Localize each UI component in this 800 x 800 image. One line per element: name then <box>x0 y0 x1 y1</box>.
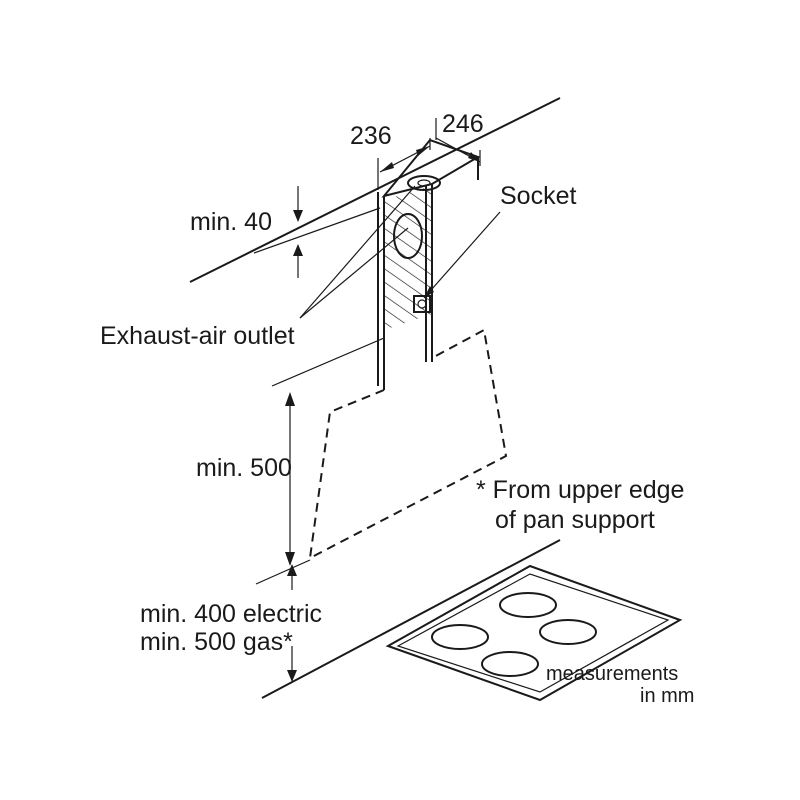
units-line-2: in mm <box>640 685 694 707</box>
units-line-1: measurements <box>546 663 678 685</box>
burner-icon <box>539 619 597 645</box>
burner-icon <box>499 592 557 618</box>
worktop-line <box>261 539 561 699</box>
dimension-246 <box>435 118 481 166</box>
dimension-min-40 <box>253 186 381 278</box>
footnote-line-1: * From upper edge <box>476 476 684 504</box>
dimension-min-400 <box>287 564 297 682</box>
hood-outline <box>308 328 508 560</box>
exhaust-leader <box>299 185 416 319</box>
footnote-line-2: of pan support <box>495 506 655 534</box>
duct-cover <box>377 138 481 390</box>
dim-246-label: 246 <box>442 110 484 138</box>
burner-icon <box>481 651 539 677</box>
ceiling-line <box>189 97 561 283</box>
exhaust-outlet-icon <box>407 175 441 191</box>
min-500-gas-label: min. 500 gas* <box>140 628 293 656</box>
socket-label: Socket <box>500 182 576 210</box>
socket-leader <box>423 211 501 299</box>
hob <box>385 564 683 702</box>
dim-236-label: 236 <box>350 122 392 150</box>
exhaust-label: Exhaust-air outlet <box>100 322 295 350</box>
dimension-min-500 <box>255 337 385 585</box>
min-400-label: min. 400 electric <box>140 600 322 628</box>
dimension-236 <box>377 138 431 190</box>
min-40-label: min. 40 <box>190 208 272 236</box>
socket-icon <box>413 295 431 313</box>
burner-icon <box>431 624 489 650</box>
min-500-label: min. 500 <box>196 454 292 482</box>
